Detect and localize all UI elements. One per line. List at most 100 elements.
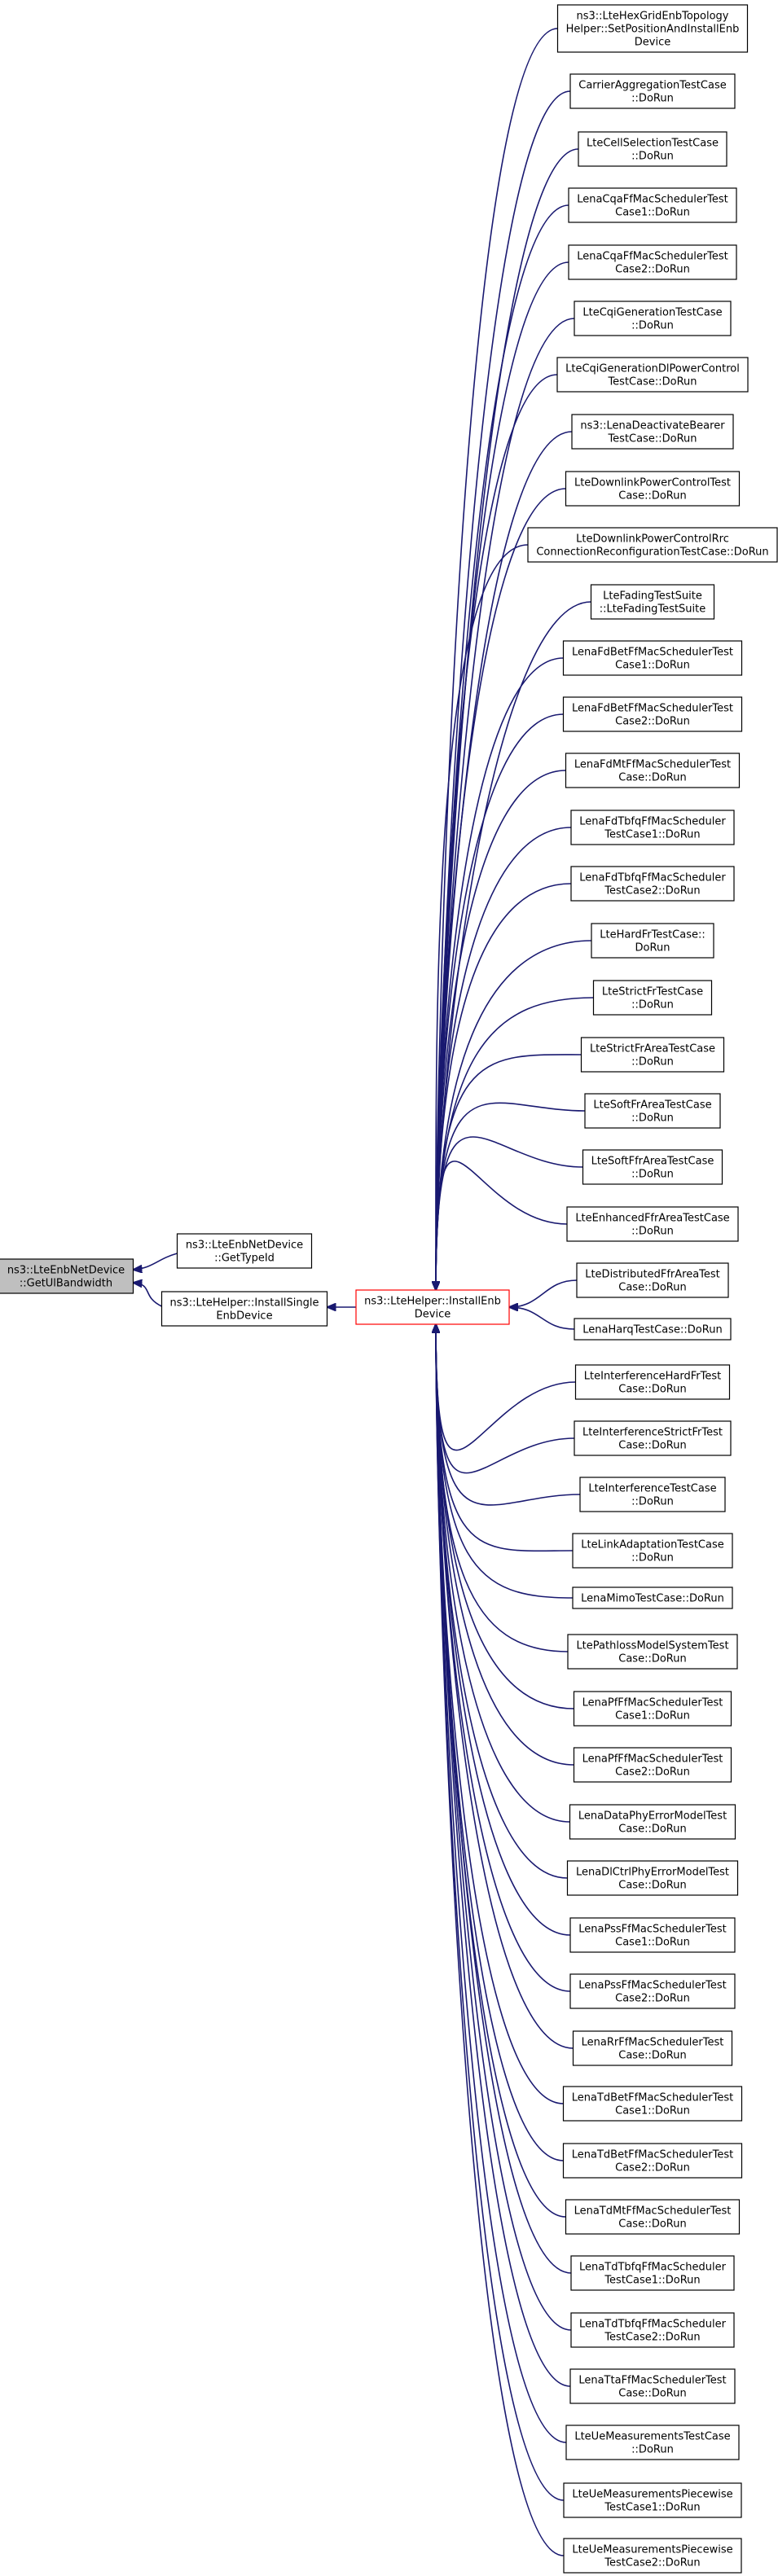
node-caller-35-label-line: LenaPssFfMacSchedulerTest [578, 1980, 726, 1992]
node-caller-44-box [563, 2482, 742, 2518]
node-caller-41-box [570, 2312, 735, 2348]
node-caller-18[interactable]: LteStrictFrAreaTestCase::DoRun [580, 1037, 725, 1073]
node-caller-5-label-line: LteCqiGenerationTestCase [582, 307, 722, 319]
node-caller-18-label-line: LteStrictFrAreaTestCase [590, 1043, 715, 1055]
node-caller-25-box [574, 1420, 732, 1456]
node-caller-get-type-id-label-line: ns3::LteEnbNetDevice [186, 1240, 303, 1252]
node-caller-19[interactable]: LteSoftFrAreaTestCase::DoRun [584, 1093, 721, 1129]
node-caller-36-label-line: LenaRrFfMacSchedulerTest [582, 2037, 724, 2049]
node-caller-41-label-line: TestCase2::DoRun [604, 2332, 700, 2344]
node-caller-44[interactable]: LteUeMeasurementsPiecewiseTestCase1::DoR… [563, 2482, 742, 2518]
node-caller-40-box [570, 2255, 735, 2291]
node-caller-22-box [576, 1262, 729, 1298]
edge-caller-0-to-install-enb [436, 28, 558, 1290]
node-caller-34-label-line: Case1::DoRun [615, 1937, 690, 1949]
node-caller-44-label-line: LteUeMeasurementsPiecewise [572, 2489, 732, 2501]
node-caller-4-label-line: LenaCqaFfMacSchedulerTest [577, 251, 728, 263]
node-caller-14-label-line: LenaFdTbfqFfMacScheduler [579, 816, 726, 828]
node-caller-21[interactable]: LteEnhancedFfrAreaTestCase::DoRun [566, 1206, 739, 1242]
node-caller-23-label-line: LenaHarqTestCase::DoRun [582, 1324, 722, 1336]
node-caller-42-label-line: Case::DoRun [618, 2388, 686, 2400]
node-root[interactable]: ns3::LteEnbNetDevice::GetUlBandwidth [0, 1258, 134, 1294]
node-caller-43[interactable]: LteUeMeasurementsTestCase::DoRun [565, 2425, 740, 2460]
node-caller-37-box [562, 2086, 743, 2122]
node-caller-40-label-line: TestCase1::DoRun [604, 2275, 700, 2287]
node-caller-33-label-line: LenaDlCtrlPhyErrorModelTest [576, 1867, 729, 1879]
node-caller-2[interactable]: LteCellSelectionTestCase::DoRun [578, 131, 727, 167]
node-caller-23[interactable]: LenaHarqTestCase::DoRun [574, 1318, 732, 1341]
node-caller-21-box [566, 1206, 739, 1242]
node-root-label-line: ::GetUlBandwidth [20, 1278, 112, 1290]
node-caller-get-type-id[interactable]: ns3::LteEnbNetDevice::GetTypeId [176, 1233, 313, 1269]
node-caller-14-box [570, 810, 735, 845]
node-caller-0-box [556, 4, 749, 53]
node-caller-28-box [572, 1586, 733, 1609]
node-caller-45[interactable]: LteUeMeasurementsPiecewiseTestCase2::DoR… [563, 2538, 742, 2574]
node-caller-32-label-line: LenaDataPhyErrorModelTest [578, 1810, 727, 1823]
node-caller-44-label-line: TestCase1::DoRun [604, 2502, 700, 2514]
node-caller-0-label-line: Device [635, 37, 670, 49]
node-caller-20-label-line: LteSoftFfrAreaTestCase [591, 1156, 714, 1168]
node-caller-6-label-line: LteCqiGenerationDlPowerControl [565, 363, 740, 375]
edge-caller-23-to-install-enb [509, 1307, 575, 1330]
node-caller-9-box [527, 527, 778, 563]
node-caller-20[interactable]: LteSoftFfrAreaTestCase::DoRun [582, 1149, 723, 1185]
node-caller-36-label-line: Case::DoRun [618, 2050, 686, 2062]
node-caller-5-label-line: ::DoRun [631, 320, 674, 332]
node-caller-19-label-line: LteSoftFrAreaTestCase [593, 1099, 711, 1112]
node-caller-5[interactable]: LteCqiGenerationTestCase::DoRun [574, 301, 732, 336]
node-caller-26[interactable]: LteInterferenceTestCase::DoRun [579, 1477, 726, 1512]
node-caller-20-box [582, 1149, 723, 1185]
node-caller-17-box [592, 980, 713, 1016]
node-caller-16-label-line: LteHardFrTestCase:: [600, 929, 705, 941]
node-caller-16[interactable]: LteHardFrTestCase::DoRun [591, 923, 714, 959]
node-caller-17[interactable]: LteStrictFrTestCase::DoRun [592, 980, 713, 1016]
node-caller-9[interactable]: LteDownlinkPowerControlRrcConnectionReco… [527, 527, 778, 563]
node-caller-0[interactable]: ns3::LteHexGridEnbTopologyHelper::SetPos… [556, 4, 749, 53]
node-root-box [0, 1258, 134, 1294]
node-caller-6[interactable]: LteCqiGenerationDlPowerControlTestCase::… [556, 357, 749, 393]
node-caller-27[interactable]: LteLinkAdaptationTestCase::DoRun [572, 1533, 733, 1569]
node-caller-21-label-line: LteEnhancedFfrAreaTestCase [575, 1213, 729, 1225]
node-caller-28-label-line: LenaMimoTestCase::DoRun [581, 1593, 724, 1605]
node-caller-2-label-line: ::DoRun [631, 151, 674, 163]
node-caller-30-box [573, 1691, 732, 1727]
node-caller-1[interactable]: CarrierAggregationTestCase::DoRun [569, 73, 736, 109]
node-caller-28[interactable]: LenaMimoTestCase::DoRun [572, 1586, 733, 1609]
node-caller-1-label-line: ::DoRun [631, 93, 674, 105]
node-caller-10[interactable]: LteFadingTestSuite::LteFadingTestSuite [590, 584, 715, 620]
node-caller-13-label-line: Case::DoRun [618, 772, 686, 784]
node-caller-9-label-line: ConnectionReconfigurationTestCase::DoRun [536, 546, 768, 559]
node-caller-25-label-line: LteInterferenceStrictFrTest [582, 1427, 723, 1439]
edge-get-type-id-to-root [134, 1253, 178, 1270]
node-caller-3-label-line: Case1::DoRun [615, 207, 690, 219]
